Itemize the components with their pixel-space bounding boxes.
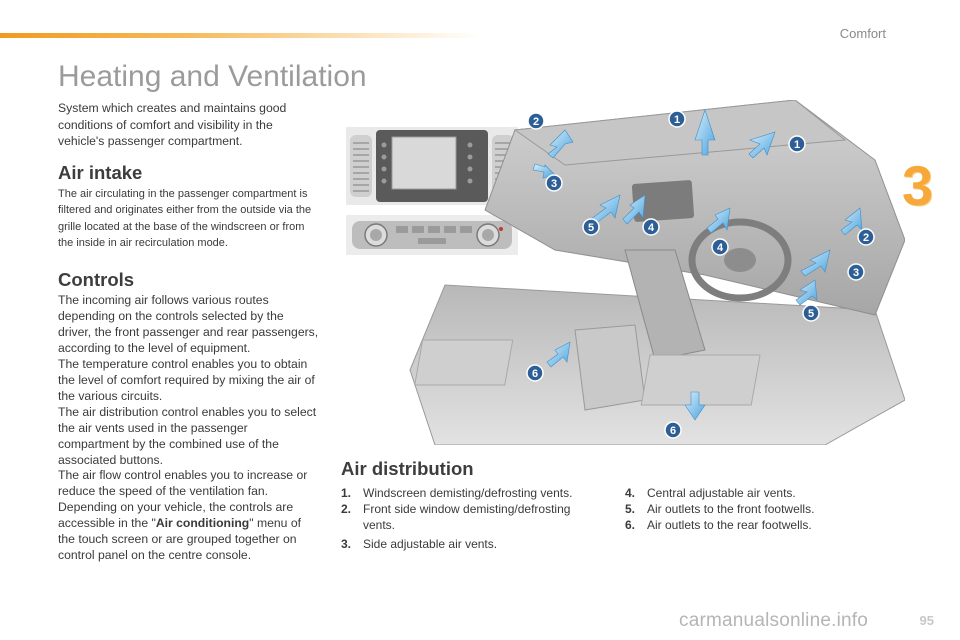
controls-paragraph: The incoming air follows various routes … (58, 293, 319, 355)
controls-paragraph: The air distribution control enables you… (58, 404, 317, 467)
page-title: Heating and Ventilation (58, 60, 367, 93)
air-intake-heading: Air intake (58, 162, 143, 183)
svg-text:6: 6 (532, 368, 538, 380)
intro-text: System which creates and maintains good … (58, 101, 287, 148)
list-item: 6.Air outlets to the rear footwells. (625, 518, 812, 532)
svg-text:4: 4 (717, 242, 724, 254)
svg-text:3: 3 (853, 267, 859, 279)
vent-badge: 4 (711, 238, 729, 256)
list-item: 3.Side adjustable air vents. (341, 537, 498, 551)
vent-badge: 2 (527, 112, 545, 130)
vent-badge: 1 (668, 110, 686, 128)
svg-text:2: 2 (863, 232, 869, 244)
air-distribution-list: 4.Central adjustable air vents. 5.Air ou… (625, 485, 855, 533)
air-conditioning-menu-label: Air conditioning (155, 516, 250, 531)
svg-text:6: 6 (670, 425, 676, 437)
list-item: 2.Front side window demisting/defrosting… (341, 502, 571, 532)
svg-text:5: 5 (808, 308, 814, 320)
controls-paragraph: Depending on your vehicle, the controls … (58, 500, 302, 563)
vent-badge: 6 (664, 421, 682, 439)
vent-badge: 3 (847, 263, 865, 281)
air-distribution-list: 1.Windscreen demisting/defrosting vents.… (341, 485, 586, 552)
vent-badge: 3 (545, 174, 563, 192)
controls-paragraph: The temperature control enables you to o… (58, 356, 315, 403)
vent-badge: 6 (526, 364, 544, 382)
vent-badge: 1 (788, 135, 806, 153)
vent-badge: 4 (642, 218, 660, 236)
vent-badge: 5 (582, 218, 600, 236)
watermark[interactable]: carmanualsonline.info (679, 610, 869, 631)
controls-text: The incoming air follows various routes … (58, 293, 320, 564)
section-label: Comfort (839, 26, 886, 41)
list-item: 4.Central adjustable air vents. (625, 486, 796, 500)
list-item: 1.Windscreen demisting/defrosting vents. (341, 486, 573, 500)
header-accent-bar (0, 33, 480, 38)
svg-text:1: 1 (674, 114, 680, 126)
chapter-number: 3 (902, 154, 934, 217)
svg-text:5: 5 (588, 222, 594, 234)
svg-text:3: 3 (551, 178, 557, 190)
controls-paragraph: The air flow control enables you to incr… (58, 468, 308, 499)
cabin-airflow-illustration: 1 1 2 2 3 3 4 4 5 5 6 6 (409, 100, 905, 445)
page-number: 95 (919, 613, 934, 628)
svg-text:2: 2 (533, 116, 539, 128)
air-intake-text: The air circulating in the passenger com… (58, 188, 312, 249)
vent-badge: 5 (802, 304, 820, 322)
vent-badge: 2 (857, 228, 875, 246)
list-item: 5.Air outlets to the front footwells. (625, 502, 815, 516)
controls-heading: Controls (58, 269, 135, 290)
svg-text:4: 4 (648, 222, 655, 234)
svg-text:1: 1 (794, 139, 800, 151)
air-distribution-heading: Air distribution (341, 458, 474, 479)
control-panel-illustration (346, 215, 518, 255)
